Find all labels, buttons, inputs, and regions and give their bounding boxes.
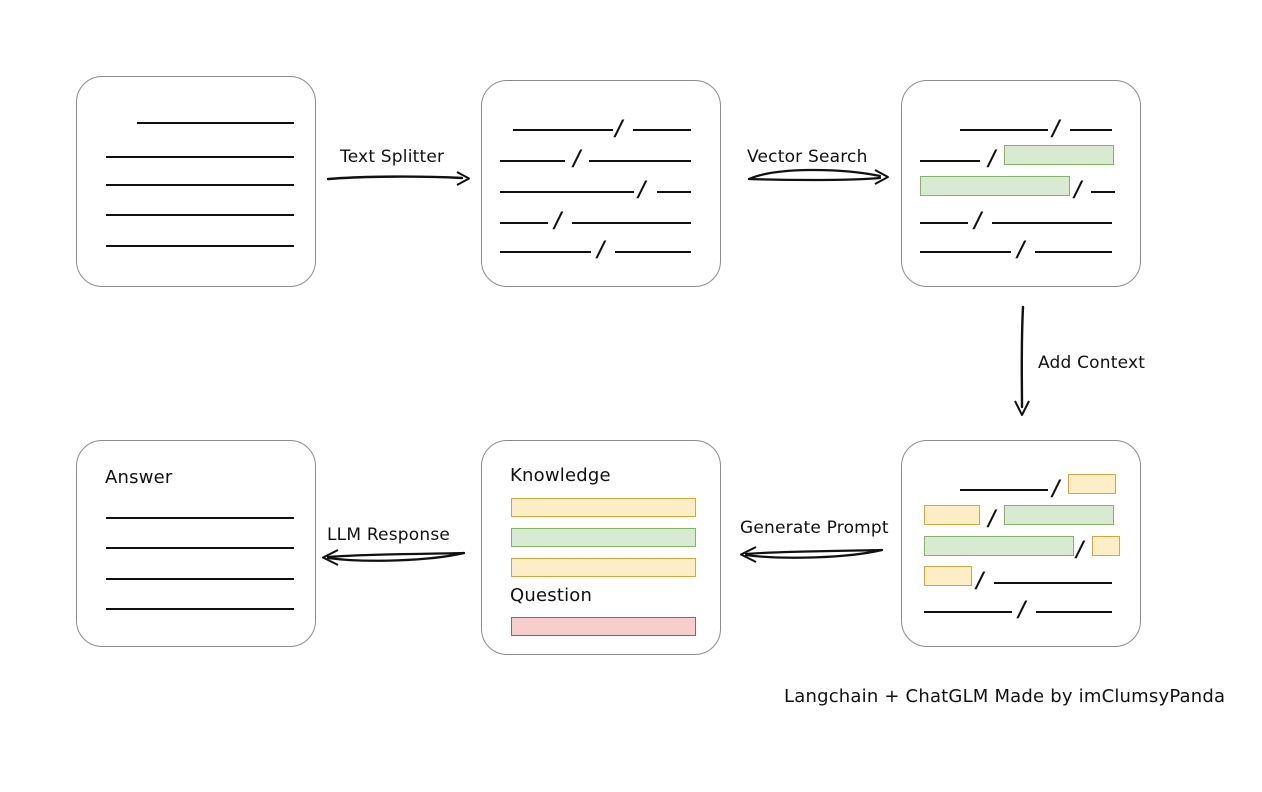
question-chunk-red: [511, 617, 696, 636]
doc-line: [633, 129, 691, 131]
context-chunk-yellow: [924, 505, 980, 525]
doc-line: [500, 191, 634, 193]
doc-line: [960, 489, 1048, 491]
doc-line: [1036, 611, 1112, 613]
doc-line: [589, 160, 691, 162]
context-chunk-yellow: [924, 566, 972, 586]
chunk-separator: /: [1074, 176, 1082, 201]
doc-line: [920, 222, 968, 224]
doc-line: [994, 582, 1112, 584]
card-answer: Answer: [76, 440, 316, 647]
doc-line: [657, 191, 691, 193]
doc-line: [615, 251, 691, 253]
doc-line: [920, 251, 1011, 253]
chunk-separator: /: [1018, 596, 1026, 621]
card-context-document: / / / / /: [901, 440, 1141, 647]
doc-line: [106, 578, 294, 580]
knowledge-chunk-yellow: [511, 558, 696, 577]
context-chunk-yellow: [1068, 474, 1116, 494]
arrow-text-splitter: [326, 171, 470, 186]
chunk-separator: /: [1052, 115, 1060, 140]
doc-line: [106, 547, 294, 549]
chunk-separator: /: [573, 145, 581, 170]
doc-line: [106, 608, 294, 610]
arrow-add-context: [1014, 305, 1030, 416]
prompt-heading-knowledge: Knowledge: [510, 465, 611, 486]
prompt-heading-question: Question: [510, 585, 593, 606]
footer-credit: Langchain + ChatGLM Made by imClumsyPand…: [784, 686, 1226, 707]
matched-chunk-green: [920, 176, 1070, 196]
arrow-llm-response: [322, 549, 466, 566]
doc-line: [1070, 129, 1112, 131]
knowledge-chunk-green: [511, 528, 696, 547]
chunk-separator: /: [988, 145, 996, 170]
arrow-label-llm-response: LLM Response: [327, 525, 451, 545]
chunk-separator: /: [1017, 236, 1025, 261]
chunk-separator: /: [976, 567, 984, 592]
doc-line: [106, 214, 294, 216]
doc-line: [572, 222, 691, 224]
arrow-label-vector-search: Vector Search: [747, 147, 868, 167]
card-split-document: / / / / /: [481, 80, 721, 287]
arrow-generate-prompt: [740, 546, 884, 563]
matched-chunk-green: [924, 536, 1074, 556]
arrow-label-text-splitter: Text Splitter: [340, 147, 445, 167]
doc-line: [992, 222, 1112, 224]
chunk-separator: /: [1052, 475, 1060, 500]
chunk-separator: /: [615, 115, 623, 140]
doc-line: [137, 122, 294, 124]
chunk-separator: /: [597, 236, 605, 261]
doc-line: [106, 245, 294, 247]
card-vector-matched-document: / / / / /: [901, 80, 1141, 287]
doc-line: [1035, 251, 1112, 253]
chunk-separator: /: [988, 505, 996, 530]
doc-line: [106, 184, 294, 186]
arrow-label-generate-prompt: Generate Prompt: [740, 518, 889, 538]
doc-line: [106, 517, 294, 519]
context-chunk-yellow: [1092, 536, 1120, 556]
chunk-separator: /: [638, 176, 646, 201]
arrow-label-add-context: Add Context: [1038, 353, 1146, 373]
doc-line: [924, 611, 1012, 613]
doc-line: [500, 222, 548, 224]
chunk-separator: /: [554, 207, 562, 232]
doc-line: [960, 129, 1048, 131]
answer-heading: Answer: [105, 467, 173, 488]
card-prompt: Knowledge Question: [481, 440, 721, 655]
arrow-vector-search: [747, 168, 889, 185]
doc-line: [500, 251, 591, 253]
card-source-document: [76, 76, 316, 287]
matched-chunk-green: [1004, 505, 1114, 525]
doc-line: [1091, 191, 1115, 193]
doc-line: [106, 156, 294, 158]
doc-line: [500, 160, 565, 162]
chunk-separator: /: [1076, 536, 1084, 561]
matched-chunk-green: [1004, 145, 1114, 165]
chunk-separator: /: [974, 207, 982, 232]
knowledge-chunk-yellow: [511, 498, 696, 517]
doc-line: [513, 129, 613, 131]
doc-line: [920, 160, 980, 162]
